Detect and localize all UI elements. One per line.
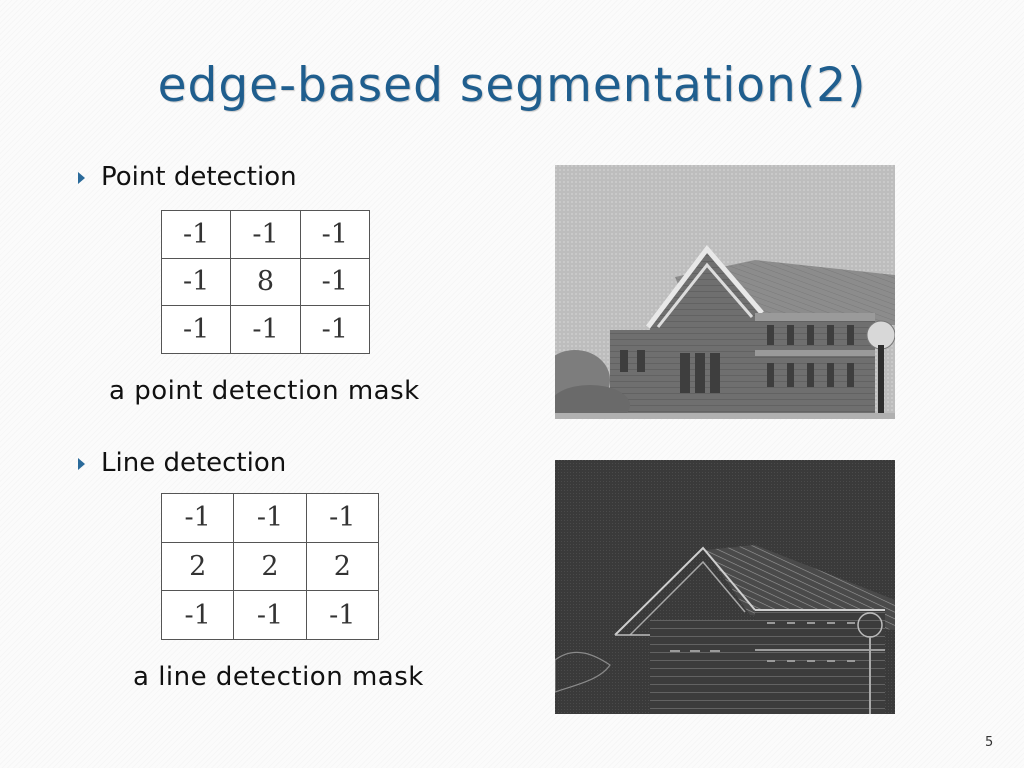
mask-cell: -1 — [160, 210, 232, 259]
line-mask-caption: a line detection mask — [133, 662, 424, 692]
mask-cell: 2 — [160, 541, 235, 592]
mask-cell: -1 — [305, 493, 380, 543]
mask-cell: -1 — [160, 305, 232, 354]
bullet-label: Line detection — [101, 448, 287, 478]
bullet-arrow-icon — [78, 458, 85, 470]
mask-cell: -1 — [299, 257, 371, 307]
page-number: 5 — [985, 735, 994, 750]
mask-cell: -1 — [299, 210, 371, 259]
mask-cell: -1 — [305, 590, 380, 640]
line-detection-mask-table: -1 -1 -1 2 2 2 -1 -1 -1 — [160, 493, 380, 640]
mask-cell: -1 — [233, 493, 307, 543]
bullet-label: Point detection — [101, 162, 297, 192]
bullet-point-detection: Point detection — [78, 162, 297, 192]
point-detection-mask-table: -1 -1 -1 -1 8 -1 -1 -1 -1 — [160, 210, 371, 354]
mask-cell: -1 — [230, 305, 301, 354]
bullet-arrow-icon — [78, 172, 85, 184]
mask-cell: -1 — [299, 305, 371, 354]
mask-cell: 2 — [233, 541, 307, 592]
mask-row: -1 -1 -1 — [160, 210, 371, 259]
mask-cell: 8 — [230, 257, 301, 307]
mask-row: -1 -1 -1 — [160, 493, 380, 543]
mask-row: -1 -1 -1 — [160, 305, 371, 354]
point-mask-caption: a point detection mask — [109, 376, 420, 406]
building-photo — [555, 165, 895, 419]
mask-cell: -1 — [160, 493, 235, 543]
bullet-line-detection: Line detection — [78, 448, 286, 478]
mask-cell: 2 — [305, 541, 380, 592]
mask-cell: -1 — [160, 590, 235, 640]
slide-title: edge-based segmentation(2) — [157, 58, 867, 113]
mask-cell: -1 — [160, 257, 232, 307]
mask-cell: -1 — [230, 210, 301, 259]
mask-cell: -1 — [233, 590, 307, 640]
mask-row: 2 2 2 — [160, 541, 380, 592]
line-detection-result-photo — [555, 460, 895, 714]
mask-row: -1 8 -1 — [160, 257, 371, 307]
mask-row: -1 -1 -1 — [160, 590, 380, 640]
